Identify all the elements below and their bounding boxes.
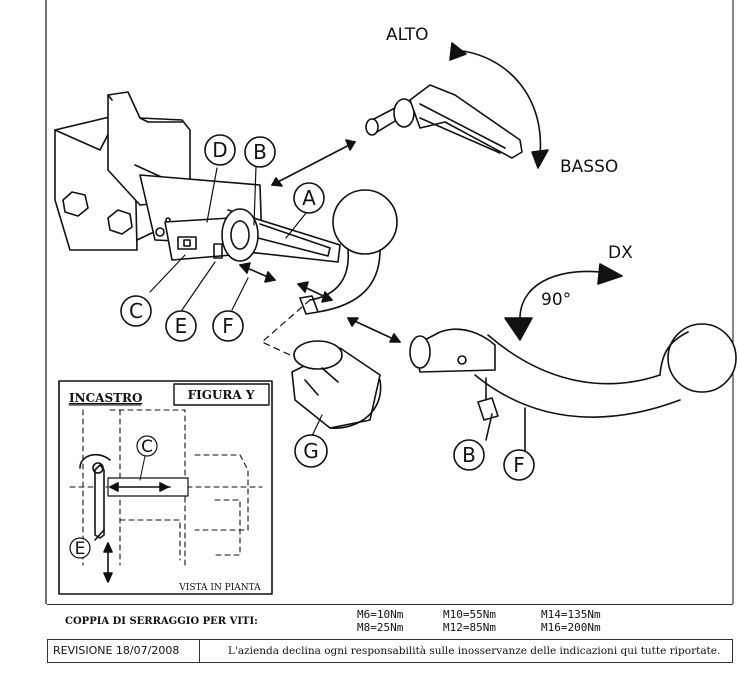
inset-callout-e: E	[75, 539, 86, 559]
callout-a: A	[293, 182, 325, 214]
callout-g: G	[294, 434, 328, 468]
torque-value: M12=85Nm	[443, 621, 496, 634]
revision-bar: REVISIONE 18/07/2008 L'azienda declina o…	[47, 639, 733, 663]
disclaimer: L'azienda declina ogni responsabilità su…	[228, 645, 721, 657]
label-basso: BASSO	[560, 157, 618, 177]
callout-b-top: B	[244, 136, 276, 168]
svg-text:G: G	[303, 439, 319, 463]
rotary-handle	[365, 84, 523, 159]
svg-text:B: B	[462, 443, 476, 467]
revision-date: REVISIONE 18/07/2008	[48, 640, 200, 662]
torque-value: M14=135Nm	[541, 608, 601, 621]
removable-tow-ball	[409, 323, 737, 453]
callout-b-right: B	[453, 439, 485, 471]
svg-text:A: A	[302, 186, 316, 210]
callout-f-right: F	[503, 449, 535, 481]
torque-value: M16=200Nm	[541, 621, 601, 634]
torque-value: M10=55Nm	[443, 608, 496, 621]
callout-c: C	[120, 295, 152, 327]
protective-cap	[291, 340, 382, 429]
svg-text:D: D	[212, 138, 227, 162]
torque-table: COPPIA DI SERRAGGIO PER VITI: M6=10Nm M1…	[47, 604, 733, 639]
torque-value: M6=10Nm	[357, 608, 404, 621]
callout-f-left: F	[212, 310, 244, 342]
callout-d: D	[204, 134, 236, 166]
inset-incastro-label: INCASTRO	[69, 391, 142, 405]
svg-text:C: C	[129, 299, 143, 323]
assembly-drawing: D B A C E F G B F ALTO BASSO DX 90° FIGU…	[45, 0, 737, 604]
inset-caption: VISTA IN PIANTA	[178, 583, 261, 593]
label-90-degrees: 90°	[541, 290, 571, 310]
torque-value: M8=25Nm	[357, 621, 404, 634]
receiver-socket	[221, 208, 341, 263]
torque-title: COPPIA DI SERRAGGIO PER VITI:	[65, 616, 258, 627]
label-alto: ALTO	[386, 25, 429, 45]
svg-text:F: F	[222, 314, 234, 338]
svg-text:F: F	[513, 453, 525, 477]
svg-text:B: B	[253, 140, 267, 164]
callout-e: E	[165, 310, 197, 342]
inset-figura-y: FIGURA Y INCASTRO	[58, 380, 273, 595]
label-dx: DX	[608, 243, 633, 263]
mounting-bracket	[54, 91, 263, 251]
torque-values: M6=10Nm M10=55Nm M14=135Nm M8=25Nm M12=8…	[357, 608, 657, 634]
inset-callout-c: C	[141, 437, 153, 457]
mounted-tow-ball	[299, 189, 398, 315]
inset-title: FIGURA Y	[188, 388, 255, 402]
svg-text:E: E	[175, 314, 188, 338]
